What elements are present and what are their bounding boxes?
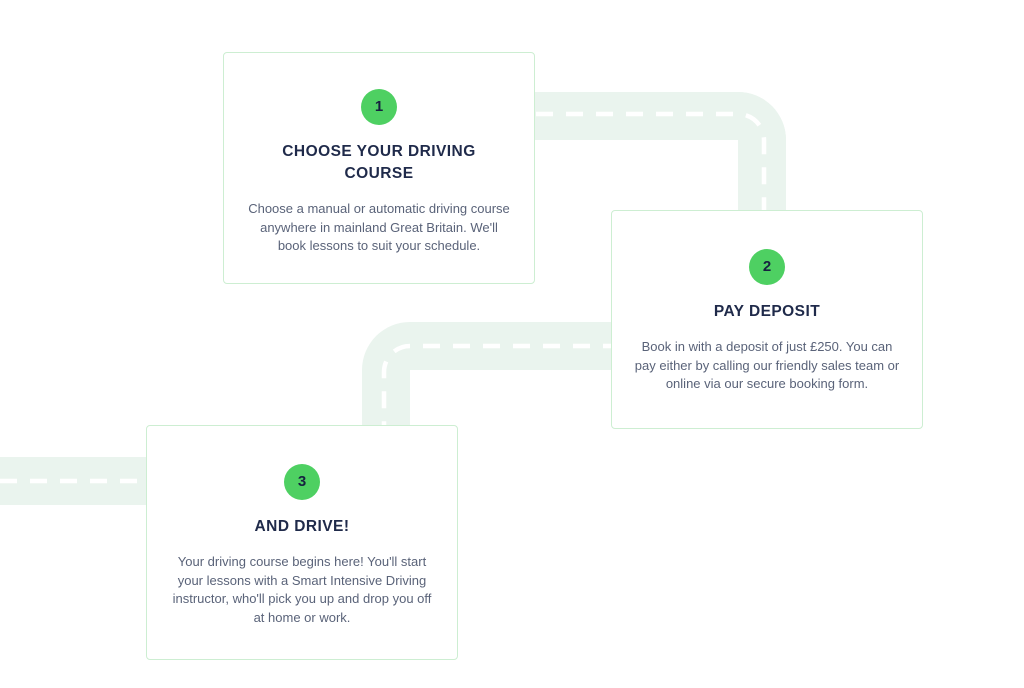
step-number-badge-1: 1 <box>361 89 397 125</box>
step-card-2[interactable]: 2 PAY DEPOSIT Book in with a deposit of … <box>611 210 923 429</box>
step-description-2: Book in with a deposit of just £250. You… <box>634 339 900 391</box>
step-description-1: Choose a manual or automatic driving cou… <box>248 201 510 253</box>
step-number-badge-3: 3 <box>284 464 320 500</box>
step-card-3[interactable]: 3 AND DRIVE! Your driving course begins … <box>146 425 458 660</box>
step-description-3: Your driving course begins here! You'll … <box>172 554 432 625</box>
step-card-1[interactable]: 1 CHOOSE YOUR DRIVING COURSE Choose a ma… <box>223 52 535 284</box>
step-title-1: CHOOSE YOUR DRIVING COURSE <box>282 143 476 182</box>
step-title-3: AND DRIVE! <box>254 518 350 535</box>
step-title-2: PAY DEPOSIT <box>713 303 821 320</box>
step-number-badge-2: 2 <box>749 249 785 285</box>
